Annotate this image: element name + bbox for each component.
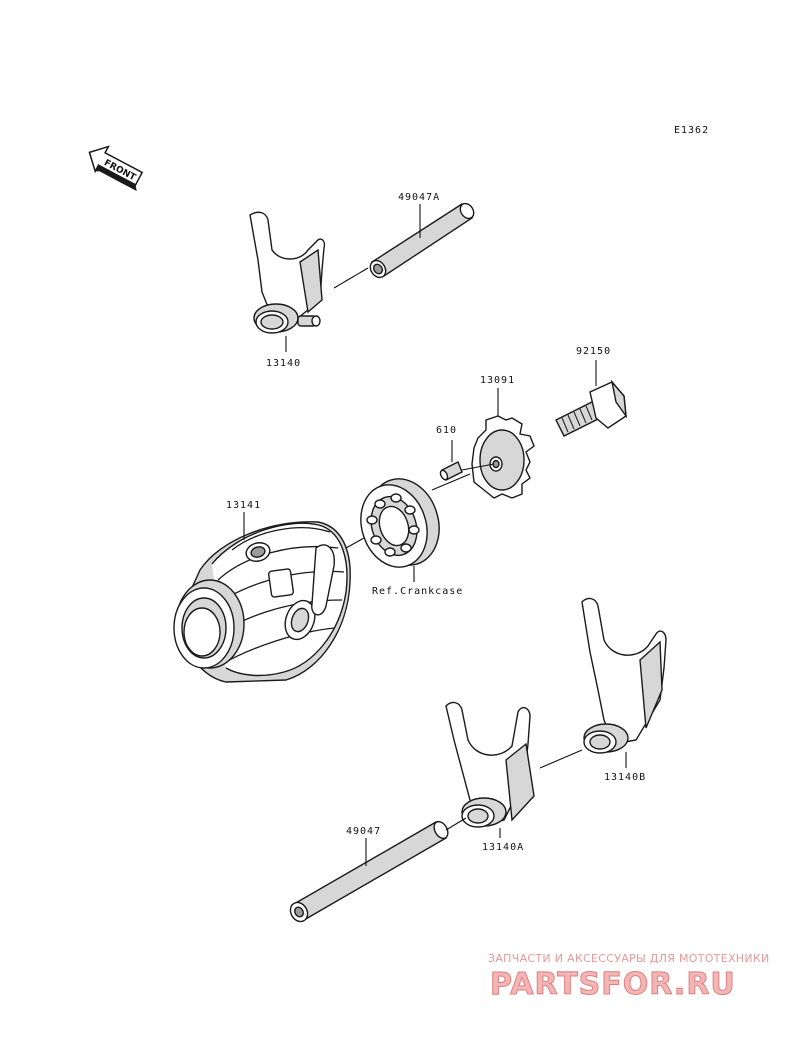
part-label-bearing-ref: Ref.Crankcase [372, 586, 463, 597]
shift-fork-lower-right [581, 597, 667, 754]
shift-fork-upper [249, 211, 326, 334]
part-label-fork-upper: 13140 [266, 358, 301, 369]
part-label-plate: 13091 [480, 375, 515, 386]
shift-drum [173, 521, 351, 683]
bolt [555, 379, 627, 437]
part-label-drum: 13141 [226, 500, 261, 511]
part-label-bolt: 92150 [576, 346, 611, 357]
part-label-shaft-upper: 49047A [398, 192, 440, 203]
shaft-lower [289, 820, 449, 923]
part-label-fork-lower-left: 13140A [482, 842, 524, 853]
bearing [360, 478, 440, 568]
shaft-upper [369, 202, 475, 279]
diagram-code: E1362 [674, 125, 709, 136]
front-arrow-icon: FRONT [88, 145, 144, 192]
detent-plate [471, 415, 535, 499]
part-label-shaft-lower: 49047 [346, 826, 381, 837]
watermark-brand: PARTSFOR.RU [490, 967, 736, 1002]
watermark-tagline: ЗАПЧАСТИ И АКСЕССУАРЫ ДЛЯ МОТОТЕХНИКИ [488, 952, 770, 965]
shift-fork-lower-left [445, 701, 535, 828]
part-label-fork-lower-right: 13140B [604, 772, 646, 783]
dowel-pin [439, 461, 463, 481]
part-label-pin: 610 [436, 425, 457, 436]
